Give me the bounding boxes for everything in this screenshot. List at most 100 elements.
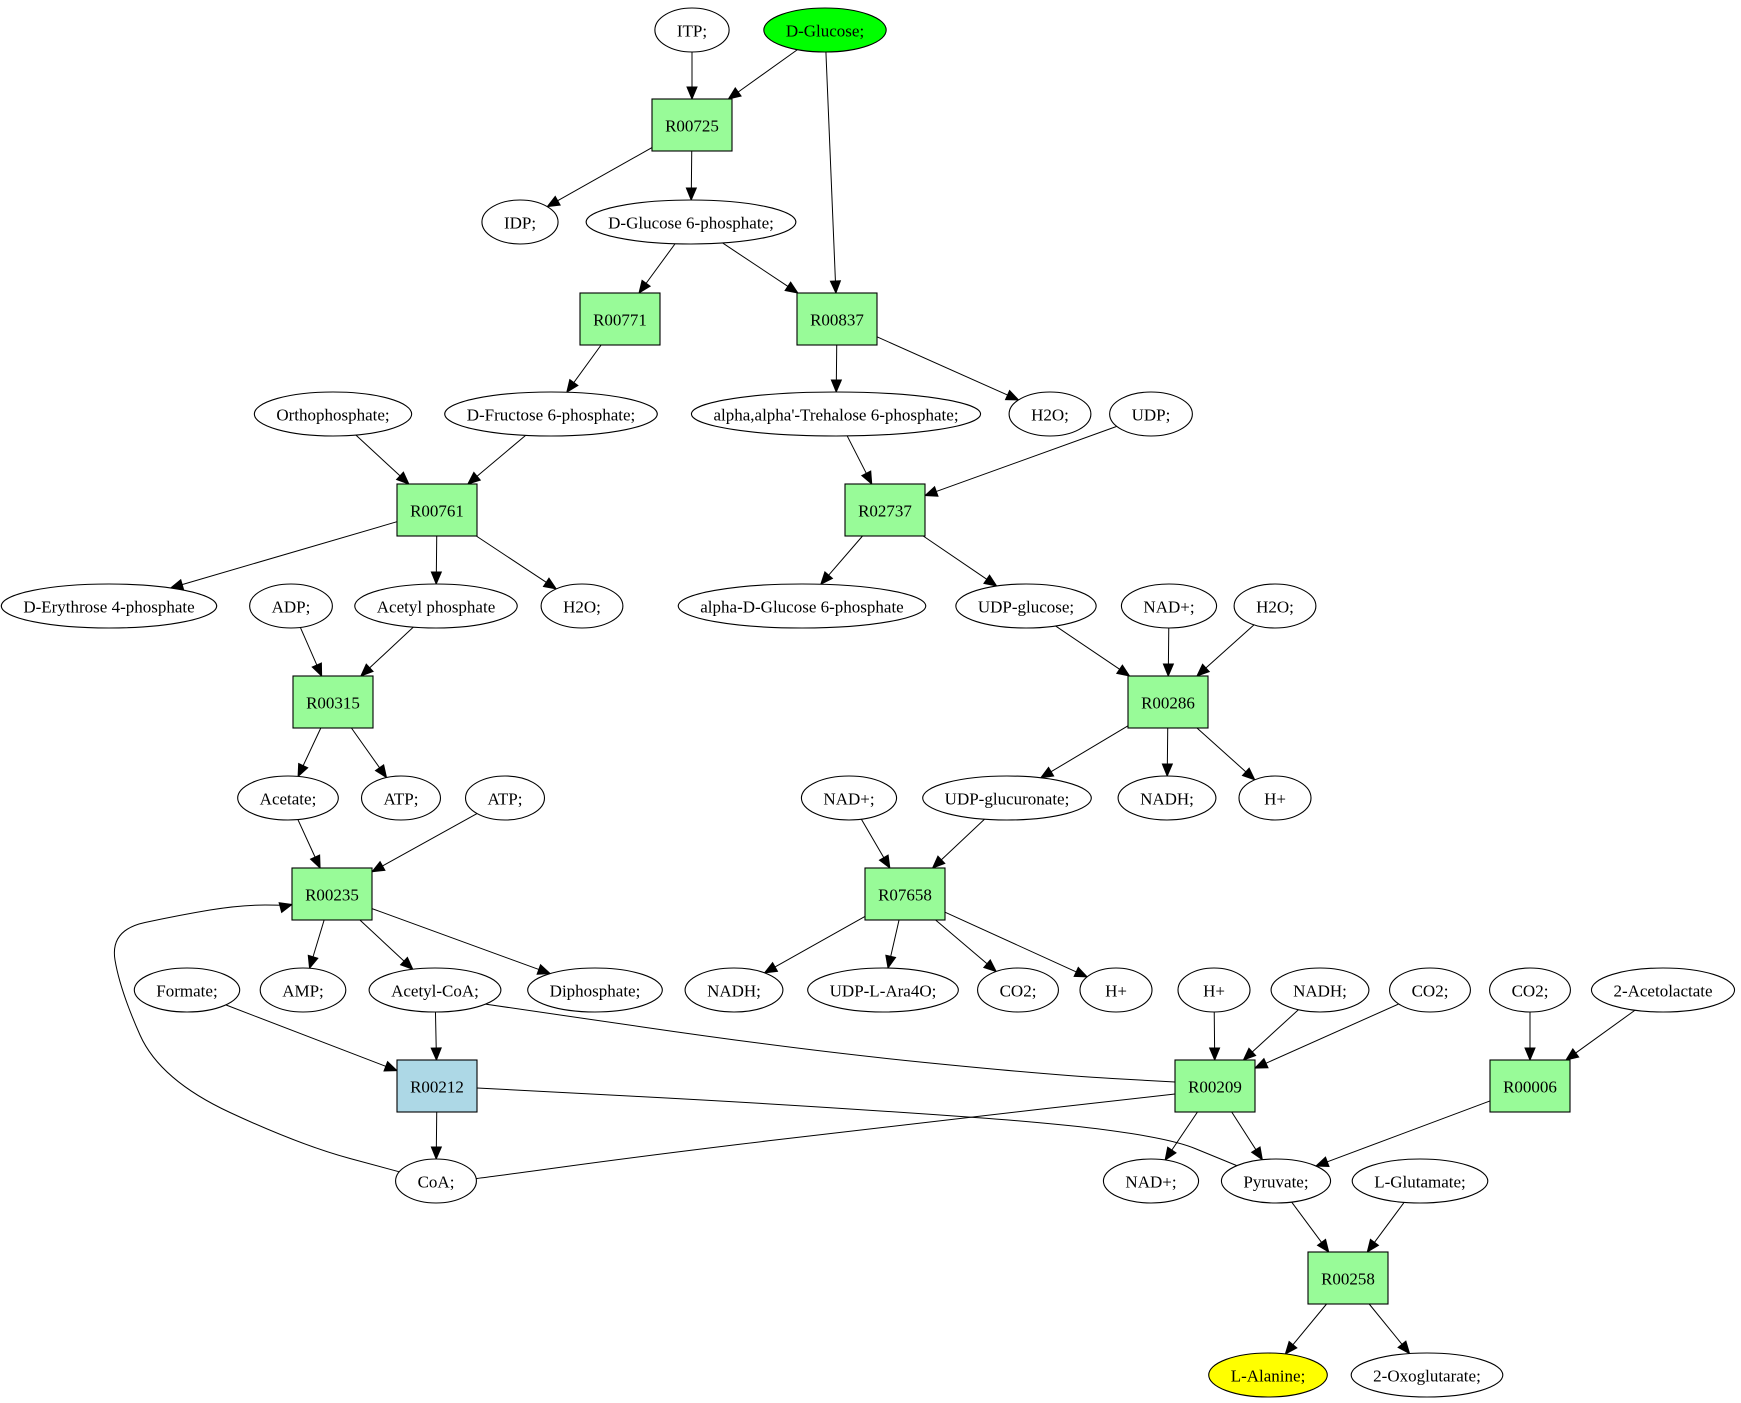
compound-node[interactable]: IDP; — [481, 199, 559, 245]
edge-line — [368, 626, 414, 669]
compound-ellipse — [922, 775, 1092, 821]
node-label: ATP; — [384, 790, 419, 809]
compound-ellipse — [1270, 967, 1370, 1013]
compound-node[interactable]: Orthophosphate; — [253, 391, 413, 437]
compound-node[interactable]: UDP-glucuronate; — [922, 775, 1092, 821]
arrowhead-icon — [819, 571, 834, 586]
compound-node[interactable]: NAD+; — [800, 775, 898, 821]
arrowhead-icon — [784, 281, 799, 294]
compound-node[interactable]: NAD+; — [1102, 1158, 1200, 1204]
compound-ellipse — [763, 7, 887, 53]
compound-node[interactable]: Acetate; — [237, 775, 339, 821]
arrowhead-icon — [536, 963, 552, 975]
arrowhead-icon — [374, 764, 388, 779]
compound-node[interactable]: H2O; — [1008, 391, 1092, 437]
compound-node[interactable]: Formate; — [133, 967, 241, 1013]
reaction-node[interactable]: R00761 — [396, 483, 478, 537]
reaction-node[interactable]: R00771 — [579, 292, 661, 346]
edge-line — [846, 435, 868, 475]
compound-node[interactable]: alpha,alpha'-Trehalose 6-phosphate; — [690, 391, 982, 437]
node-label: CO2; — [1000, 982, 1037, 1001]
edge — [860, 818, 891, 870]
compound-node[interactable]: alpha-D-Glucose 6-phosphate — [677, 583, 927, 629]
arrowhead-icon — [1242, 1047, 1257, 1061]
compound-node[interactable]: ITP; — [654, 7, 730, 53]
compound-node[interactable]: Acetyl phosphate — [354, 583, 518, 629]
node-label: 2-Acetolactate — [1613, 982, 1712, 1001]
edge — [1314, 1100, 1491, 1168]
edge — [463, 1093, 1176, 1186]
edge-line — [825, 51, 836, 283]
compound-node[interactable]: NADH; — [684, 967, 784, 1013]
reaction-node[interactable]: R00837 — [796, 292, 878, 346]
edge — [1524, 1012, 1536, 1062]
compound-node[interactable]: CoA; — [395, 1158, 477, 1204]
compound-node[interactable]: CO2; — [977, 967, 1059, 1013]
reaction-node[interactable]: R00258 — [1307, 1251, 1389, 1305]
compound-node[interactable]: Acetyl-CoA; — [368, 967, 502, 1013]
edge-line — [475, 434, 526, 478]
reaction-box — [291, 867, 373, 921]
edge-line — [1264, 1003, 1399, 1065]
node-label: AMP; — [282, 982, 324, 1001]
reaction-node[interactable]: R00725 — [651, 98, 733, 152]
edge-line — [476, 1087, 1248, 1171]
reaction-node[interactable]: R07658 — [864, 867, 946, 921]
compound-node[interactable]: Pyruvate; — [1220, 1158, 1332, 1204]
compound-ellipse — [1177, 967, 1251, 1013]
edge — [876, 336, 1020, 401]
compound-node[interactable]: H2O; — [1233, 583, 1317, 629]
node-label: UDP-glucuronate; — [945, 790, 1070, 809]
reaction-node[interactable]: R00212 — [396, 1059, 478, 1113]
reaction-node[interactable]: R00209 — [1174, 1059, 1256, 1113]
edge-line — [181, 521, 398, 586]
compound-node[interactable]: NAD+; — [1120, 583, 1218, 629]
compound-node[interactable]: D-Glucose 6-phosphate; — [585, 199, 797, 245]
reaction-node[interactable]: R00235 — [291, 867, 373, 921]
arrowhead-icon — [1164, 1146, 1177, 1162]
compound-node[interactable]: CO2; — [1489, 967, 1571, 1013]
arrowhead-icon — [307, 954, 319, 970]
compound-node[interactable]: H+ — [1238, 775, 1312, 821]
node-label: R00258 — [1321, 1270, 1375, 1289]
source-compound-node[interactable]: D-Glucose; — [763, 7, 887, 53]
compound-node[interactable]: D-Erythrose 4-phosphate — [0, 583, 218, 629]
edge-line — [1204, 624, 1255, 670]
edge — [935, 919, 998, 973]
compound-node[interactable]: AMP; — [259, 967, 347, 1013]
compound-node[interactable]: UDP-L-Ara4O; — [807, 967, 959, 1013]
compound-ellipse — [1208, 1352, 1328, 1398]
compound-node[interactable]: UDP; — [1109, 391, 1193, 437]
compound-node[interactable]: H2O; — [540, 583, 624, 629]
compound-node[interactable]: UDP-glucose; — [955, 583, 1097, 629]
reaction-node[interactable]: R00286 — [1127, 675, 1209, 729]
edge — [370, 813, 478, 873]
compound-ellipse — [1220, 1158, 1332, 1204]
compound-node[interactable]: ATP; — [360, 775, 442, 821]
node-label: ATP; — [488, 790, 523, 809]
compound-node[interactable]: ADP; — [249, 583, 333, 629]
edge-line — [1574, 1009, 1636, 1054]
compound-node[interactable]: CO2; — [1389, 967, 1471, 1013]
edge-line — [1373, 1202, 1405, 1244]
reaction-node[interactable]: R00315 — [292, 675, 374, 729]
edge — [169, 521, 398, 590]
compound-node[interactable]: H+ — [1177, 967, 1251, 1013]
reaction-node[interactable]: R00006 — [1489, 1059, 1571, 1113]
target-compound-node[interactable]: L-Alanine; — [1208, 1352, 1328, 1398]
arrowhead-icon — [727, 87, 742, 100]
compound-node[interactable]: NADH; — [1270, 967, 1370, 1013]
compound-node[interactable]: H+ — [1079, 967, 1153, 1013]
compound-node[interactable]: 2-Oxoglutarate; — [1350, 1352, 1504, 1398]
compound-node[interactable]: L-Glutamate; — [1351, 1158, 1489, 1204]
reaction-node[interactable]: R02737 — [844, 483, 926, 537]
compound-node[interactable]: NADH; — [1117, 775, 1217, 821]
compound-node[interactable]: D-Fructose 6-phosphate; — [444, 391, 658, 437]
compound-node[interactable]: ATP; — [464, 775, 546, 821]
arrowhead-icon — [359, 663, 374, 677]
compound-node[interactable]: 2-Acetolactate — [1590, 967, 1736, 1013]
compound-node[interactable]: Diphosphate; — [527, 967, 663, 1013]
edge — [1055, 625, 1131, 677]
compound-ellipse — [1008, 391, 1092, 437]
edge-line — [351, 727, 381, 769]
